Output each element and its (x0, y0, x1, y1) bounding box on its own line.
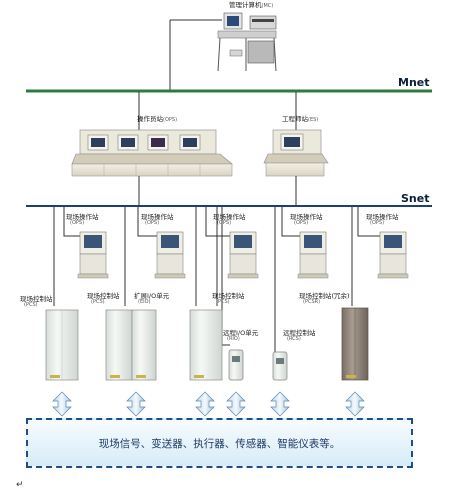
es-label: 工程师站(ES) (282, 116, 318, 123)
mc-abbr: (MC) (261, 3, 274, 9)
controller-label-2: 现场控制站 (PCS) (87, 293, 120, 305)
controller-name-3: 扩展I/O单元 (134, 292, 170, 300)
mc-label: 管理计算机(MC) (229, 2, 273, 9)
field-operator-station-5 (377, 231, 409, 279)
engineer-station (263, 129, 329, 177)
field-devices-box: 现场信号、变送器、执行器、传感器、智能仪表等。 (26, 418, 413, 468)
field-link-arrows (52, 391, 365, 417)
operator-station-console (71, 129, 233, 177)
field-station-label-4: 现场操作站 (OPS) (290, 214, 323, 226)
field-station-abbr-1: (OPS) (70, 219, 85, 226)
es-name: 工程师站 (282, 115, 308, 123)
field-station-name-5: 现场操作站 (366, 213, 399, 221)
expansion-io-cabinet (131, 309, 157, 381)
field-station-abbr-3: (OPS) (217, 219, 232, 226)
controller-name-2: 现场控制站 (87, 292, 120, 300)
controller-cabinet-3 (189, 309, 223, 381)
field-operator-station-4 (297, 231, 329, 279)
mc-name: 管理计算机 (229, 1, 262, 9)
controller-abbr-2: (PCS) (91, 298, 105, 305)
field-devices-text: 现场信号、变送器、执行器、传感器、智能仪表等。 (98, 437, 341, 450)
remote-io-unit (228, 349, 244, 381)
snet-label: Snet (401, 192, 430, 205)
controller-cabinet-1 (45, 309, 79, 381)
field-operator-station-2 (154, 231, 186, 279)
controller-label-3: 扩展I/O单元 (EIO) (134, 293, 169, 305)
field-station-name-4: 现场操作站 (290, 213, 323, 221)
field-station-label-3: 现场操作站 (OPS) (213, 214, 246, 226)
controller-name-7: 现场控制站(冗余) (299, 292, 350, 300)
ops-abbr: (OPS) (163, 117, 178, 123)
controller-abbr-1: (PCS) (24, 301, 38, 308)
remote-control-station (272, 351, 288, 381)
controller-label-7: 现场控制站(冗余) (PCSR) (299, 293, 350, 305)
mnet-label: Mnet (398, 76, 430, 89)
controller-label-1: 现场控制站 (PCS) (20, 296, 53, 308)
controller-abbr-4: (PCS) (216, 298, 230, 305)
field-station-label-5: 现场操作站 (OPS) (366, 214, 399, 226)
controller-abbr-7: (PCSR) (303, 298, 321, 305)
controller-name-1: 现场控制站 (20, 295, 53, 303)
controller-name-5: 远程I/O单元 (223, 329, 259, 337)
controller-abbr-5: (RIO) (227, 335, 240, 342)
es-abbr: (ES) (308, 117, 319, 123)
controller-cabinet-2a (105, 309, 133, 381)
field-station-name-2: 现场操作站 (141, 213, 174, 221)
controller-abbr-3: (EIO) (138, 298, 151, 305)
redundant-controller-cabinet (341, 307, 369, 381)
field-station-label-1: 现场操作站 (OPS) (66, 214, 99, 226)
field-station-name-3: 现场操作站 (213, 213, 246, 221)
controller-abbr-6: (RCS) (287, 335, 301, 342)
controller-name-6: 远程控制站 (283, 329, 316, 337)
field-operator-station-3 (227, 231, 259, 279)
controller-label-4: 现场控制站 (PCS) (212, 293, 245, 305)
management-computer (217, 12, 277, 72)
field-station-abbr-2: (OPS) (145, 219, 160, 226)
controller-name-4: 现场控制站 (212, 292, 245, 300)
ops-label: 操作员站(OPS) (137, 116, 177, 123)
ops-name: 操作员站 (137, 115, 163, 123)
controller-label-6: 远程控制站 (RCS) (283, 330, 316, 342)
field-operator-station-1 (77, 231, 109, 279)
field-station-name-1: 现场操作站 (66, 213, 99, 221)
paragraph-return-mark: ↵ (16, 480, 24, 490)
field-station-label-2: 现场操作站 (OPS) (141, 214, 174, 226)
field-station-abbr-5: (OPS) (370, 219, 385, 226)
field-station-abbr-4: (OPS) (294, 219, 309, 226)
controller-label-5: 远程I/O单元 (RIO) (223, 330, 258, 342)
